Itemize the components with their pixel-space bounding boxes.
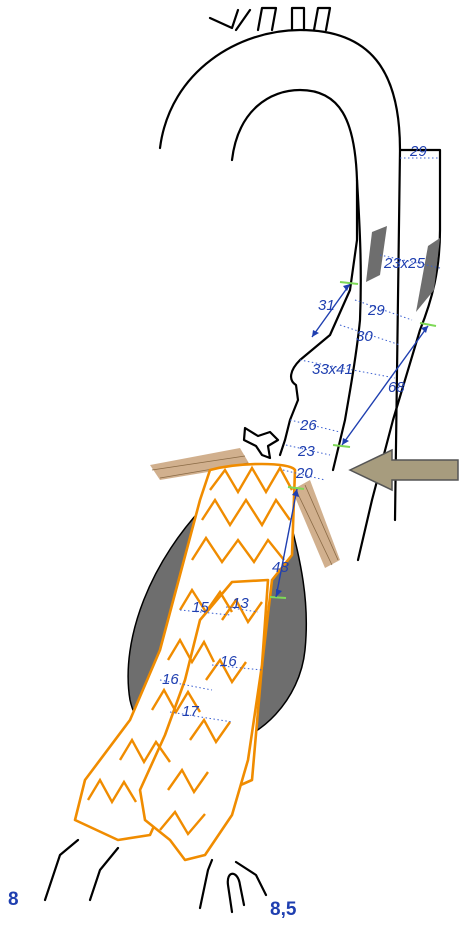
label-arch-diameter: 29 — [409, 143, 427, 160]
label-limb-15: 15 — [192, 599, 209, 616]
label-limb-16-left: 16 — [162, 671, 179, 688]
label-diameter-30: 30 — [356, 328, 373, 345]
thrombus-upper-left — [366, 226, 387, 282]
label-diameter-20: 20 — [295, 465, 313, 482]
iliac-vessels — [45, 840, 266, 912]
label-diameter-26: 26 — [299, 417, 317, 434]
label-diameter-23: 23 — [297, 443, 315, 460]
label-diameter-29: 29 — [367, 302, 385, 319]
label-oval-33x41: 33x41 — [312, 361, 353, 378]
label-distance-31: 31 — [318, 297, 335, 314]
label-limb-16-right: 16 — [220, 653, 237, 670]
label-limb-13: 13 — [232, 595, 249, 612]
label-iliac-right: 8,5 — [270, 899, 297, 920]
mesh-band-right — [292, 480, 340, 568]
label-length-48: 48 — [272, 559, 289, 576]
label-upper-oval: 23x25 — [383, 255, 426, 272]
label-length-68: 68 — [388, 379, 405, 396]
label-iliac-left: 8 — [8, 889, 19, 910]
renal-branch — [244, 428, 278, 458]
pointer-arrow — [350, 450, 458, 490]
stent-graft — [75, 464, 295, 860]
label-limb-17: 17 — [182, 703, 199, 720]
distance-arrows — [276, 284, 428, 597]
